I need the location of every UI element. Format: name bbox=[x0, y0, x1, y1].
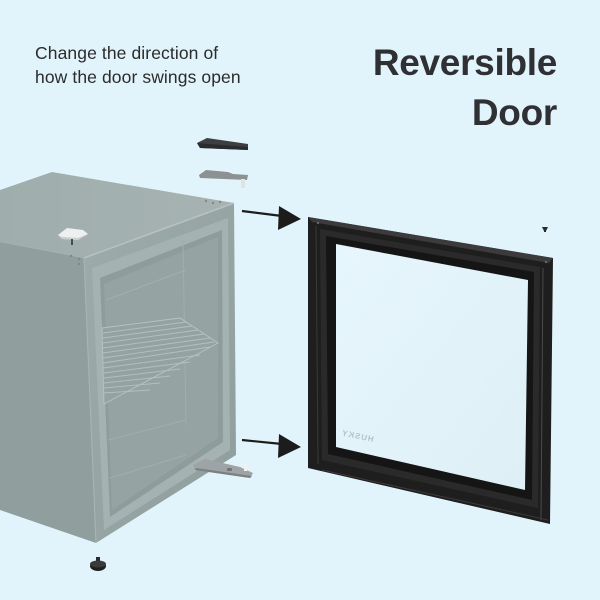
fridge-side bbox=[0, 242, 96, 543]
bottom-hinge-bracket-icon bbox=[193, 459, 253, 478]
subtitle-line-2: how the door swings open bbox=[35, 67, 241, 87]
leveling-foot-icon bbox=[90, 557, 106, 571]
top-hinge-cover-icon bbox=[197, 138, 248, 150]
top-cap-plate-icon bbox=[58, 228, 88, 245]
wire-shelf bbox=[101, 317, 219, 405]
page-title: Reversible Door bbox=[373, 38, 557, 138]
subtitle: Change the direction of how the door swi… bbox=[35, 41, 295, 89]
title-line-2: Door bbox=[471, 92, 557, 133]
subtitle-line-1: Change the direction of bbox=[35, 43, 219, 63]
top-hinge-bracket-icon bbox=[199, 170, 248, 188]
screw-holes bbox=[69, 199, 222, 266]
arrow-top-icon bbox=[241, 206, 301, 230]
screw-icon bbox=[542, 227, 548, 232]
door-glass bbox=[336, 244, 528, 490]
door-frame bbox=[308, 217, 553, 524]
fridge-top bbox=[0, 172, 234, 258]
title-line-1: Reversible bbox=[372, 42, 557, 83]
arrow-bottom-icon bbox=[241, 434, 301, 458]
